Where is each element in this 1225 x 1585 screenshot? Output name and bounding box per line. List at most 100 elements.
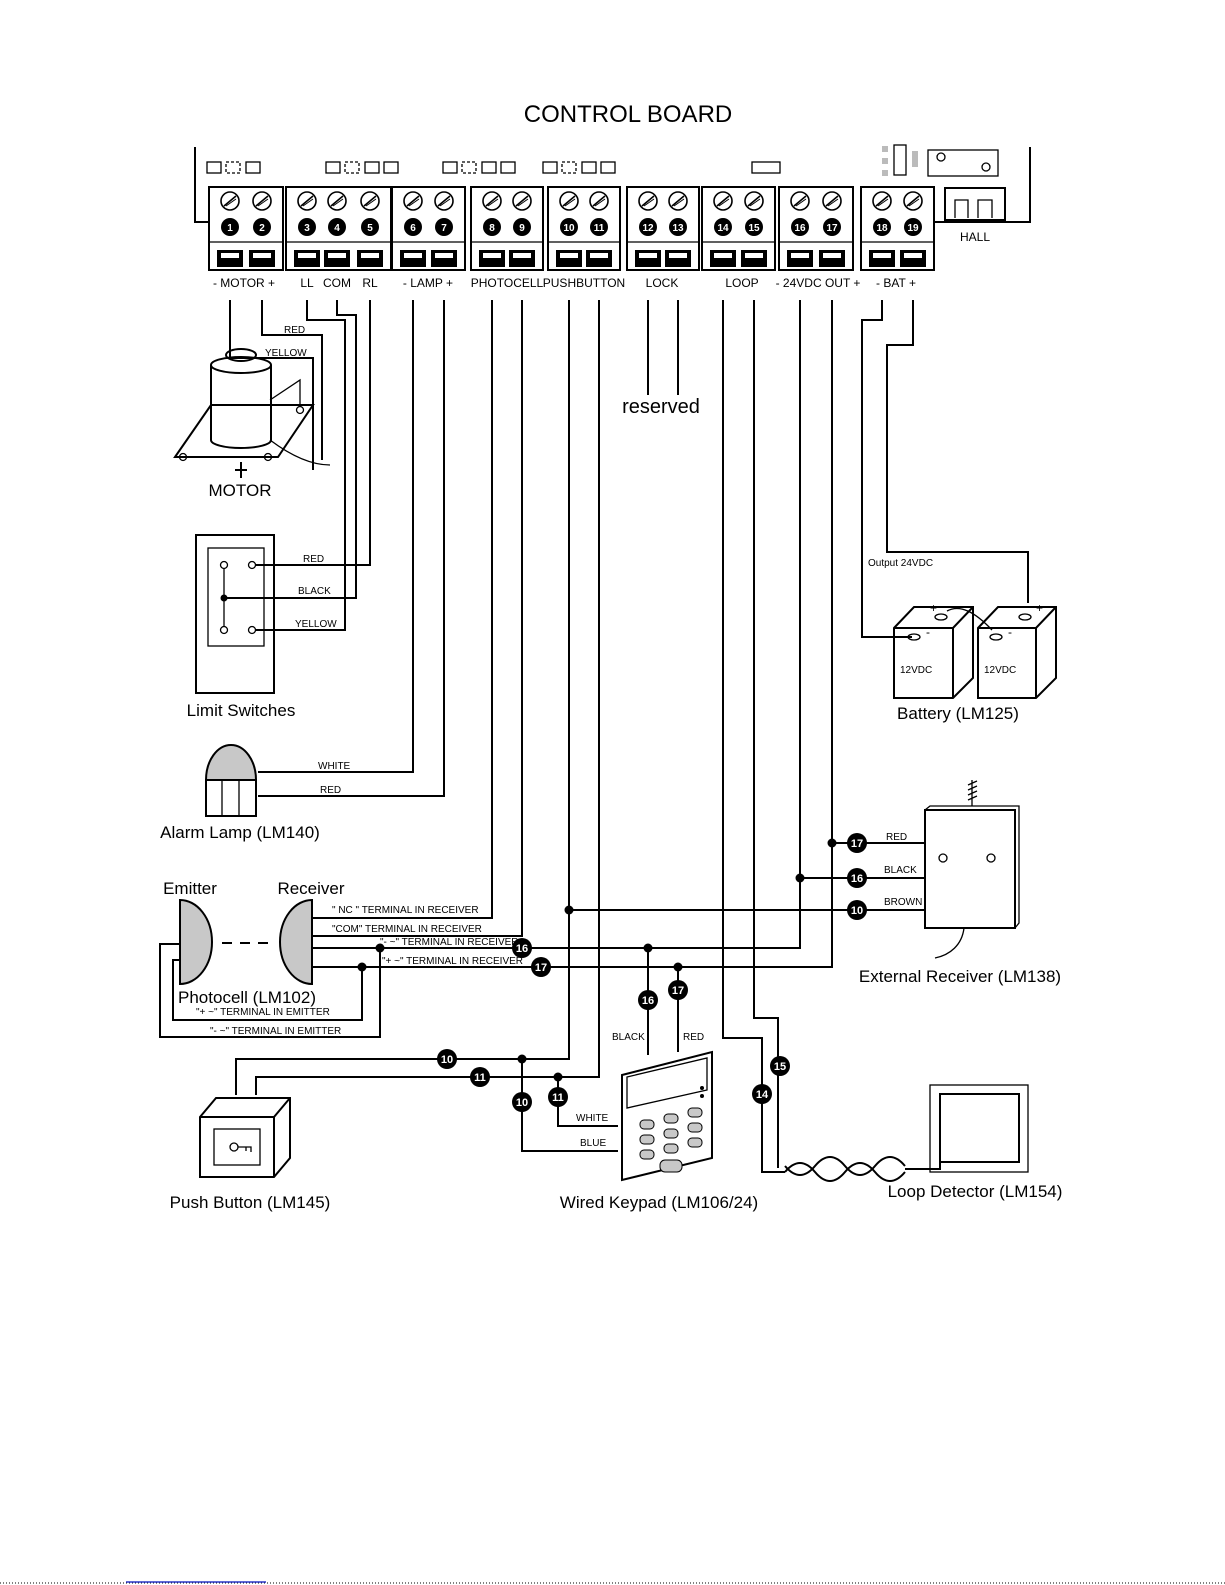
terminal-number: 10 [563, 223, 575, 234]
terminal-number: 17 [826, 223, 838, 234]
label-motor: - MOTOR + [213, 276, 275, 290]
svg-text:17: 17 [535, 962, 547, 974]
terminal-socket [400, 250, 426, 267]
label-lamp: - LAMP + [403, 276, 453, 290]
wires: RED YELLOW RED BLACK YELLOW WHITE RED " … [159, 300, 1029, 1173]
terminal-number-badge [904, 218, 922, 236]
terminal-number-badge [873, 218, 891, 236]
terminal-socket [710, 250, 736, 267]
wired-keypad: Wired Keypad (LM106/24) [560, 1050, 758, 1212]
pc-com-label: "COM" TERMINAL IN RECEIVER [332, 924, 482, 935]
pc-neg-tx-label: "- ~" TERMINAL IN EMITTER [210, 1026, 341, 1037]
terminal-number-badge [435, 218, 453, 236]
terminal-number-badge [560, 218, 578, 236]
terminal-number-badge [483, 218, 501, 236]
terminal-number-badge [361, 218, 379, 236]
ls-wire-black-label: BLACK [298, 586, 331, 597]
kp-wire-red-label: RED [683, 1032, 704, 1043]
label-rl: RL [362, 276, 378, 290]
keypad-keys [639, 1107, 703, 1173]
battery-cell-1-label: 12VDC [900, 665, 932, 676]
terminal-number: 5 [367, 223, 373, 234]
motor-wire-red-label: RED [284, 325, 305, 336]
terminal-number: 7 [441, 223, 447, 234]
badge-16-photocell: 16 [512, 938, 532, 958]
badge-17-photocell: 17 [531, 957, 551, 977]
battery-plus-2: + [1036, 601, 1043, 615]
svg-text:10: 10 [516, 1097, 528, 1109]
svg-text:14: 14 [756, 1089, 769, 1101]
er-wire-red-label: RED [886, 832, 907, 843]
terminal-number-badge [745, 218, 763, 236]
kp-wire-white-label: WHITE [576, 1113, 609, 1124]
ls-wire-red-label: RED [303, 554, 324, 565]
battery: + + - - 12VDC 12VDC Battery (LM125) [893, 601, 1057, 723]
terminal-number: 9 [519, 223, 525, 234]
loop-detector-label: Loop Detector (LM154) [888, 1182, 1063, 1201]
svg-text:10: 10 [441, 1054, 453, 1066]
terminal-number-badge [221, 218, 239, 236]
terminal-socket [479, 250, 505, 267]
badge-15-loop: 15 [770, 1056, 790, 1076]
terminal-socket [635, 250, 661, 267]
badge-11-pushbutton: 11 [470, 1067, 490, 1087]
motor-label: MOTOR [209, 481, 272, 500]
pc-pos-rx-label: "+ ~" TERMINAL IN RECEIVER [382, 956, 523, 967]
terminal-number: 15 [748, 223, 760, 234]
diagram-title: CONTROL BOARD [524, 101, 732, 128]
badge-14-loop: 14 [752, 1084, 772, 1104]
terminal-number-badge [639, 218, 657, 236]
pc-nc-label: " NC " TERMINAL IN RECEIVER [332, 905, 479, 916]
badge-17-receiver: 17 [847, 833, 867, 853]
terminal-labels: - MOTOR + LL COM RL - LAMP + PHOTOCELL P… [213, 276, 916, 290]
terminal-number: 12 [642, 223, 654, 234]
terminal-number: 4 [334, 223, 340, 234]
alarm-lamp-label: Alarm Lamp (LM140) [160, 823, 320, 842]
kp-wire-black-label: BLACK [612, 1032, 645, 1043]
badge-11-keypad: 11 [548, 1087, 568, 1107]
terminal-socket [819, 250, 845, 267]
badge-10-pushbutton: 10 [437, 1049, 457, 1069]
label-photocell: PHOTOCELL [471, 276, 544, 290]
terminal-socket [586, 250, 612, 267]
label-pushbutton: PUSHBUTTON [543, 276, 625, 290]
emitter-label: Emitter [163, 879, 217, 898]
label-com: COM [323, 276, 351, 290]
terminal-socket [357, 250, 383, 267]
badge-10-receiver: 10 [847, 900, 867, 920]
photocell: Emitter Receiver Photocell (LM102) [163, 879, 345, 1007]
motor-wire-yellow-label: YELLOW [265, 348, 307, 359]
svg-text:17: 17 [851, 838, 863, 850]
push-button: Push Button (LM145) [170, 1097, 330, 1212]
terminal-number: 14 [717, 223, 729, 234]
terminal-number: 3 [304, 223, 310, 234]
lamp-wire-white-label: WHITE [318, 761, 351, 772]
terminal-number-badge [669, 218, 687, 236]
lamp-wire-red-label: RED [320, 785, 341, 796]
battery-label: Battery (LM125) [897, 704, 1019, 723]
terminal-socket [324, 250, 350, 267]
svg-text:16: 16 [516, 943, 528, 955]
junction-dots [357, 838, 837, 1082]
svg-text:11: 11 [474, 1072, 486, 1084]
er-wire-brown-label: BROWN [884, 897, 922, 908]
terminal-number-badge [791, 218, 809, 236]
label-24vdc-out: - 24VDC OUT + [776, 276, 861, 290]
label-lock: LOCK [646, 276, 679, 290]
terminal-socket [787, 250, 813, 267]
terminal-number: 13 [672, 223, 684, 234]
terminal-socket [869, 250, 895, 267]
badge-16-receiver: 16 [847, 868, 867, 888]
svg-text:17: 17 [672, 985, 684, 997]
external-receiver-label: External Receiver (LM138) [859, 967, 1061, 986]
hall-label: HALL [960, 230, 990, 244]
svg-text:15: 15 [774, 1061, 786, 1073]
external-receiver: External Receiver (LM138) [859, 780, 1061, 986]
svg-text:16: 16 [851, 873, 863, 885]
label-loop: LOOP [725, 276, 758, 290]
terminal-number-badge [404, 218, 422, 236]
svg-text:10: 10 [851, 905, 863, 917]
terminal-number: 2 [259, 223, 265, 234]
badge-10-keypad: 10 [512, 1092, 532, 1112]
